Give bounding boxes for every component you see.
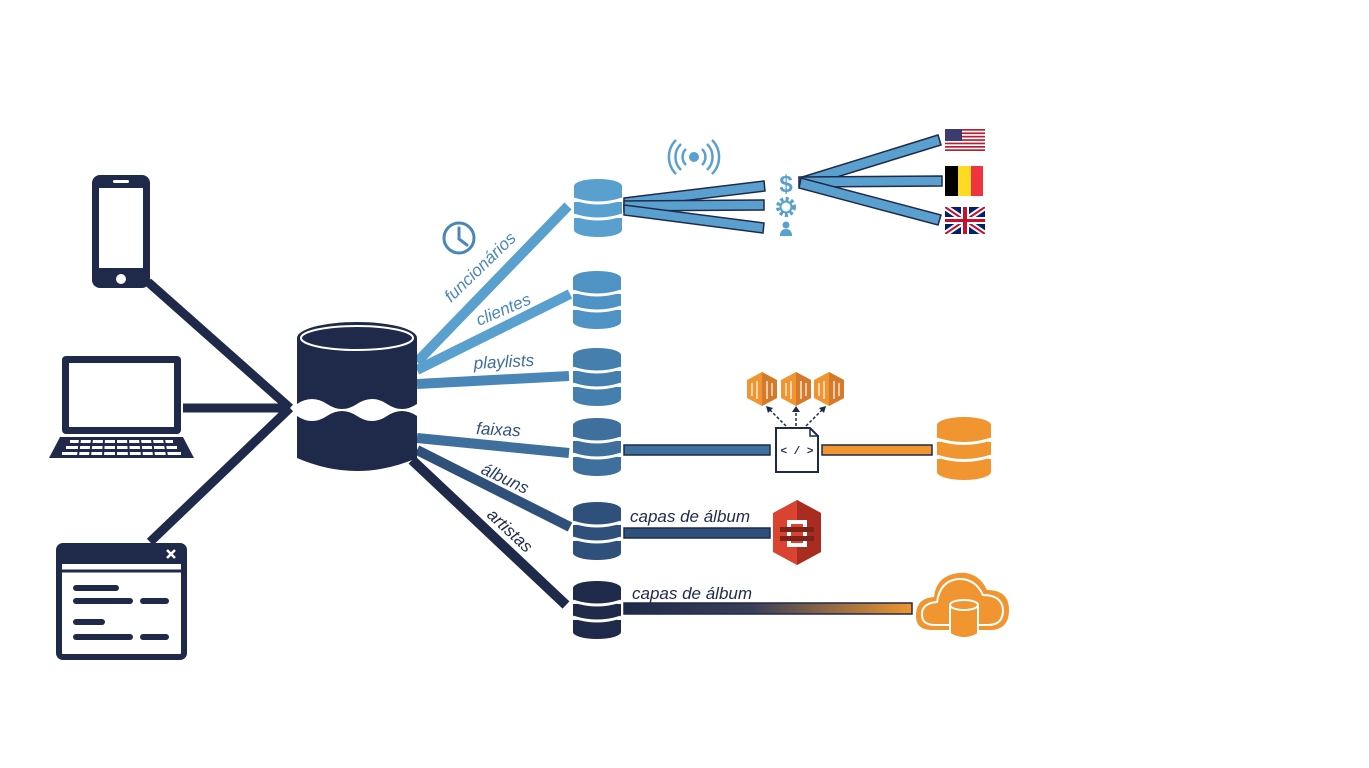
database-playlists-icon: [572, 348, 622, 406]
s3-bucket-icon: [773, 500, 821, 565]
code-symbol: < / >: [780, 446, 813, 458]
branch-label-playlists: playlists: [472, 351, 535, 373]
albuns-to-s3-connector: [623, 527, 771, 539]
code-icon: < / >: [775, 427, 819, 473]
branch-label-faixas: faixas: [476, 419, 522, 440]
database-faixas-icon: [572, 418, 622, 476]
data-lake-icon: [297, 322, 417, 471]
compute-hexagon-icon: [747, 372, 777, 406]
artistas-to-cloud-connector: [623, 602, 913, 615]
database-artistas-icon: [572, 581, 622, 639]
laptop-icon: [49, 356, 194, 458]
database-clientes-icon: [572, 271, 622, 329]
clock-icon: [442, 221, 476, 255]
device-connectors: [145, 278, 294, 546]
database-albuns-icon: [572, 502, 622, 560]
database-output-icon: [936, 417, 992, 480]
capas-label-cloud: capas de álbum: [632, 584, 752, 603]
capas-label-s3: capas de álbum: [630, 507, 750, 526]
region-connectors: [798, 134, 943, 226]
branch-connectors: [408, 202, 573, 609]
browser-window-icon: [56, 543, 187, 660]
phone-icon: [92, 175, 150, 288]
wireless-signal-icon: [667, 139, 721, 175]
person-icon: [780, 221, 792, 236]
compute-hexagon-icon: [814, 372, 844, 406]
faixas-to-code-connector: [623, 444, 771, 456]
uk-flag-icon: [945, 207, 985, 234]
code-fanout-arrowheads: [766, 406, 826, 413]
code-fanout-arrows: [767, 407, 825, 427]
replication-connectors: [623, 180, 766, 234]
compute-hexagon-icon: [781, 372, 811, 406]
dollar-icon: $: [779, 171, 793, 198]
us-flag-icon: [945, 129, 985, 151]
gear-icon: [776, 197, 796, 217]
code-to-output-connector: [821, 444, 933, 456]
cloud-database-icon: [915, 572, 1009, 639]
database-funcionarios-icon: [573, 179, 623, 237]
belgium-flag-icon: [945, 166, 983, 196]
